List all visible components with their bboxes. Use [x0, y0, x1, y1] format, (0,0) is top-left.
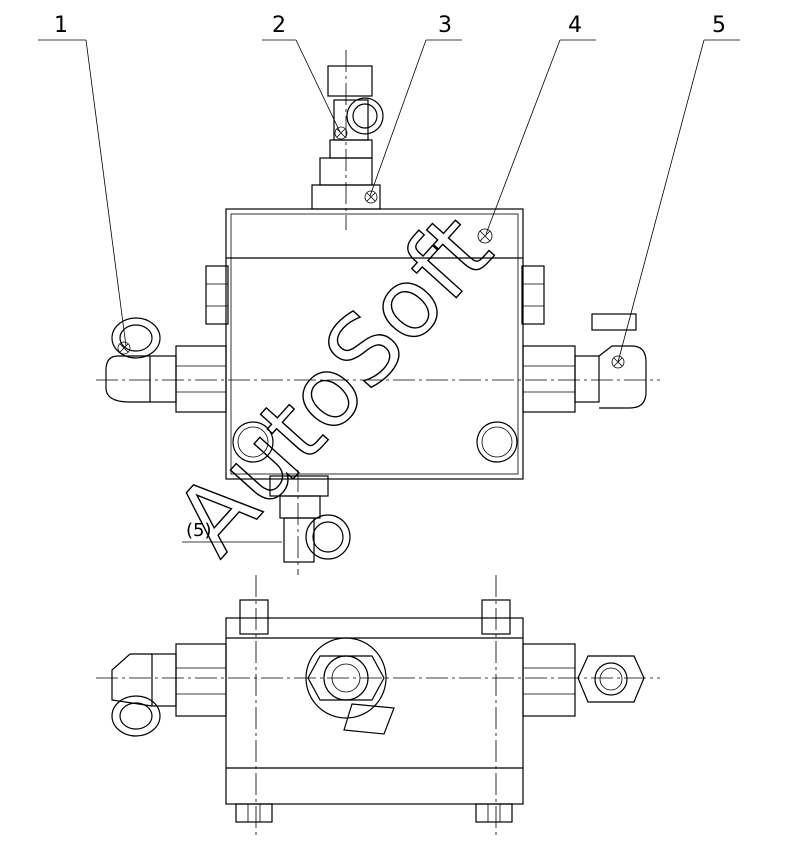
callout-4: 4 — [485, 13, 596, 235]
callout-3: 3 — [369, 13, 462, 197]
callout-label-5: 5 — [712, 13, 726, 38]
top-view — [96, 50, 660, 575]
left-elbow-fitting — [105, 317, 227, 413]
callout-label-5-secondary: (5) — [186, 520, 212, 541]
callout-2: 2 — [262, 13, 341, 133]
right-elbow-fitting — [522, 313, 647, 413]
bottom-view — [96, 575, 660, 835]
callout-label-1: 1 — [54, 13, 68, 38]
callout-label-2: 2 — [272, 13, 286, 38]
callout-5: 5 — [617, 13, 740, 363]
bottom-fitting — [269, 475, 351, 563]
marker-4 — [477, 228, 493, 244]
callout-1: 1 — [38, 13, 127, 347]
callout-label-4: 4 — [568, 13, 582, 38]
callout-label-3: 3 — [438, 13, 452, 38]
top-fitting — [311, 65, 384, 210]
valve-block-side — [225, 617, 524, 805]
callout-5-secondary: (5) — [182, 520, 282, 543]
watermark: AutoSoft — [154, 194, 513, 575]
